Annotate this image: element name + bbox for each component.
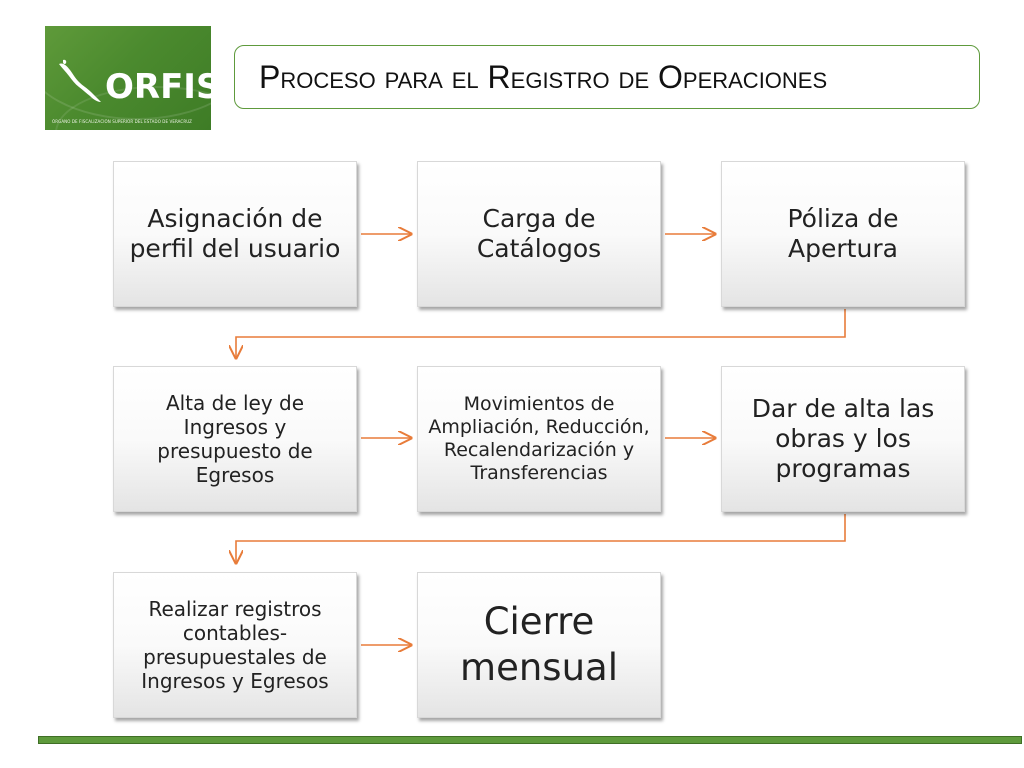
page-title: Proceso para el Registro de Operaciones [259,59,828,95]
flow-step-poliza-apertura: Póliza de Apertura [721,161,965,307]
arrow-step6-step7 [236,514,846,563]
flow-step-alta-ley-ingresos: Alta de ley de Ingresos y presupuesto de… [113,366,357,512]
logo-subtitle: ÓRGANO DE FISCALIZACIÓN SUPERIOR DEL EST… [52,119,193,124]
flow-step-asignacion-perfil: Asignación de perfil del usuario [113,161,357,307]
arrow-step3-step4 [236,309,846,358]
title-box: Proceso para el Registro de Operaciones [234,45,980,109]
flow-step-movimientos: Movimientos de Ampliación, Reducción, Re… [417,366,661,512]
footer-bar [38,736,1022,744]
veracruz-map-icon [59,59,101,102]
orfis-logo: ORFIS ÓRGANO DE FISCALIZACIÓN SUPERIOR D… [45,26,211,130]
logo-wordmark: ORFIS [105,67,211,107]
flow-step-carga-catalogos: Carga de Catálogos [417,161,661,307]
flow-step-alta-obras-programas: Dar de alta las obras y los programas [721,366,965,512]
flow-step-registros-contables: Realizar registros contables-presupuesta… [113,572,357,718]
flow-step-cierre-mensual: Cierre mensual [417,572,661,718]
